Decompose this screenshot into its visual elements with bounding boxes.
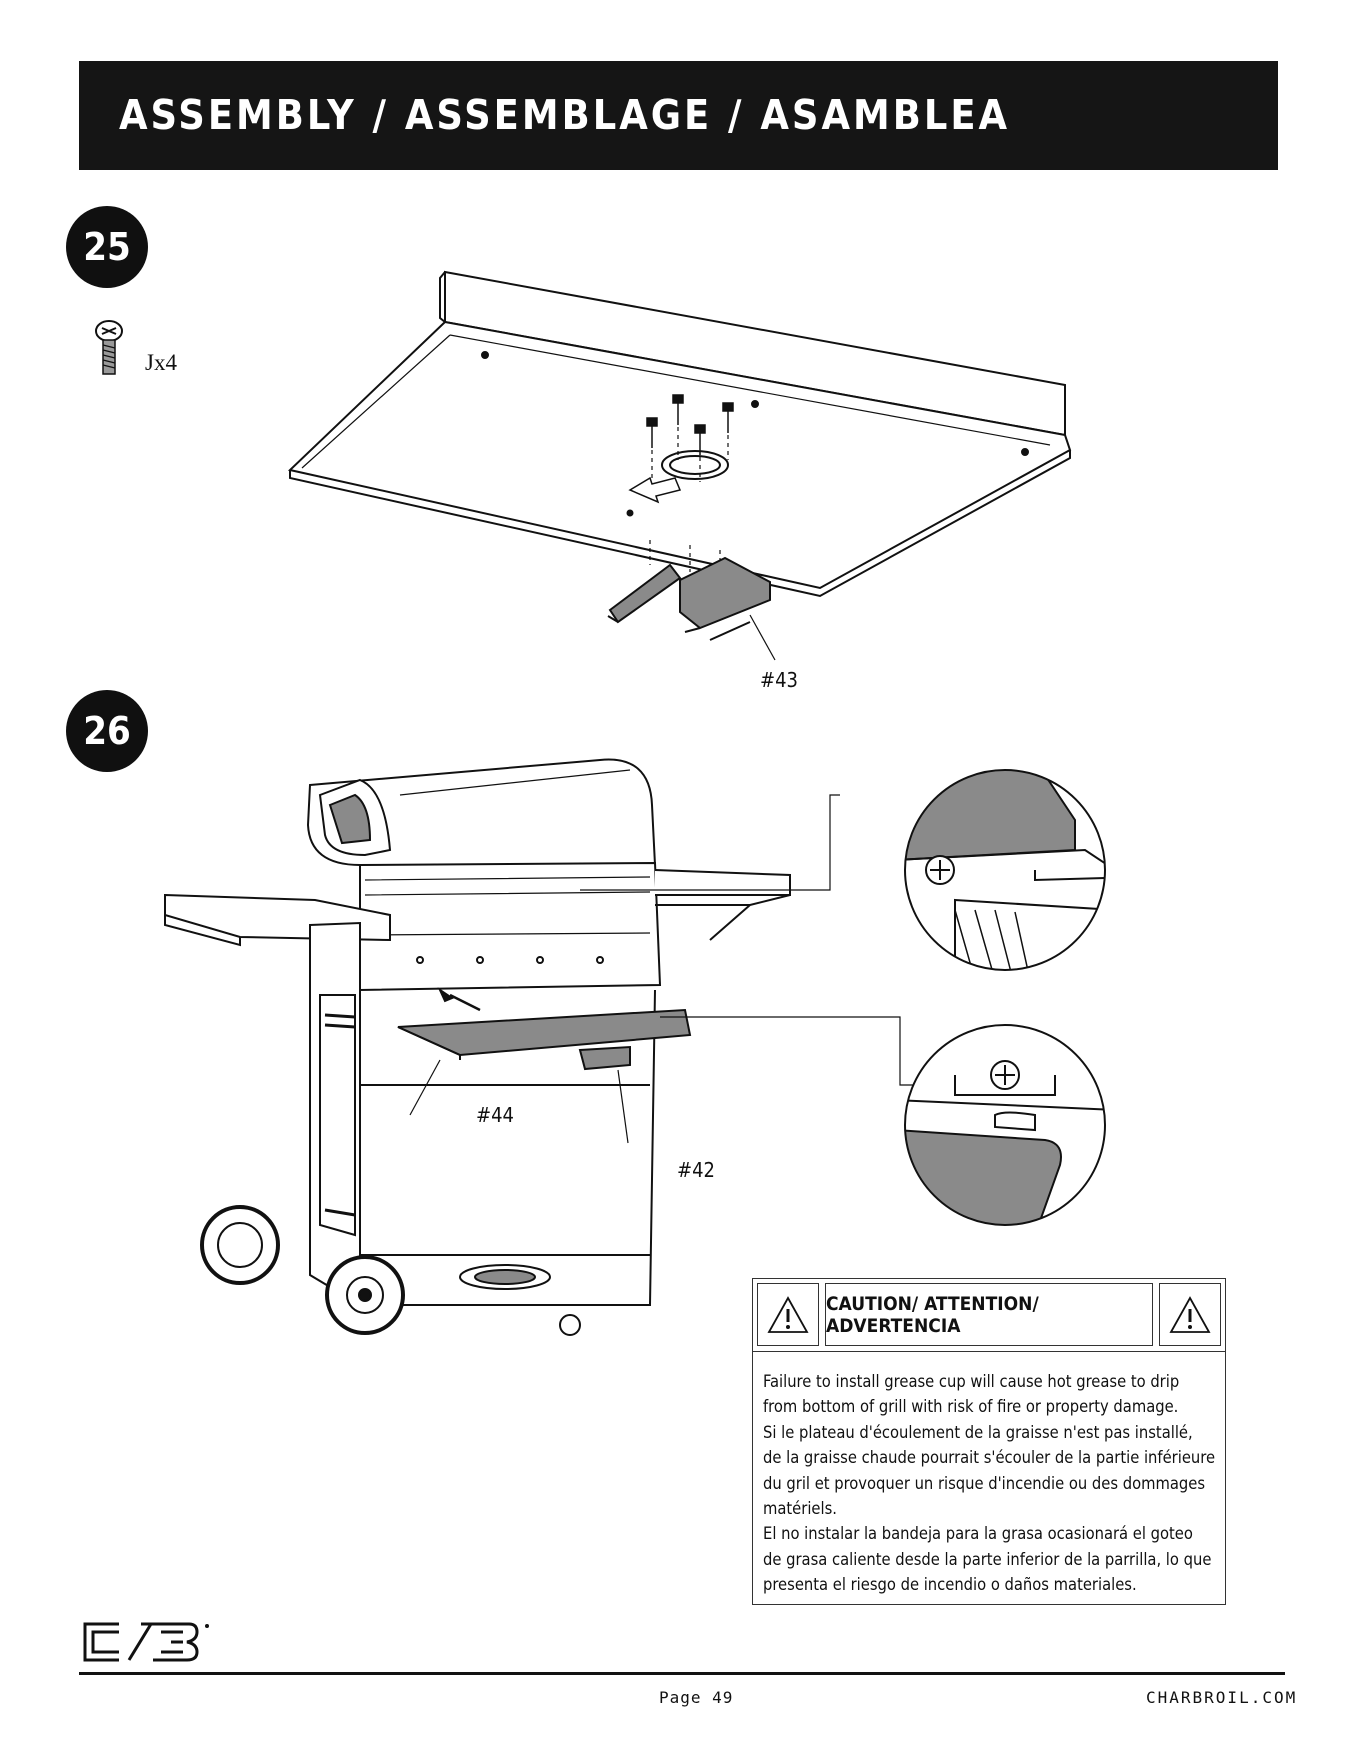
warning-triangle-icon: [757, 1283, 819, 1346]
hardware-quantity: Jx4: [145, 350, 177, 375]
page-title: ASSEMBLY / ASSEMBLAGE / ASAMBLEA: [119, 91, 1011, 139]
caution-header: CAUTION/ ATTENTION/ ADVERTENCIA: [753, 1279, 1225, 1352]
detail-view-top: [904, 769, 1106, 971]
site-url: CHARBROIL.COM: [1146, 1688, 1298, 1707]
page-number: Page 49: [659, 1688, 734, 1707]
caution-box: CAUTION/ ATTENTION/ ADVERTENCIA Failure …: [752, 1278, 1226, 1605]
caution-title-cell: CAUTION/ ATTENTION/ ADVERTENCIA: [825, 1283, 1153, 1346]
header-bar: ASSEMBLY / ASSEMBLAGE / ASAMBLEA: [79, 61, 1278, 170]
footer-rule: [79, 1672, 1285, 1675]
warning-triangle-icon: [1159, 1283, 1221, 1346]
charbroil-logo: [83, 1622, 209, 1662]
part-label-42: #42: [677, 1158, 715, 1182]
grill-drawing: [164, 758, 920, 1336]
screw-icon: [95, 320, 123, 375]
step-number-25: 25: [66, 206, 148, 288]
caution-text-en: Failure to install grease cup will cause…: [763, 1372, 1180, 1417]
caution-body: Failure to install grease cup will cause…: [763, 1369, 1215, 1598]
side-shelf-drawing: [287, 270, 1072, 661]
caution-text-fr: Si le plateau d'écoulement de la graisse…: [763, 1422, 1216, 1519]
part-label-44: #44: [476, 1103, 514, 1127]
caution-title: CAUTION/ ATTENTION/ ADVERTENCIA: [826, 1292, 1039, 1337]
detail-view-bottom: [904, 1024, 1106, 1226]
step-number-26: 26: [66, 690, 148, 772]
caution-text-es: El no instalar la bandeja para la grasa …: [763, 1524, 1212, 1595]
part-label-43: #43: [760, 668, 798, 692]
